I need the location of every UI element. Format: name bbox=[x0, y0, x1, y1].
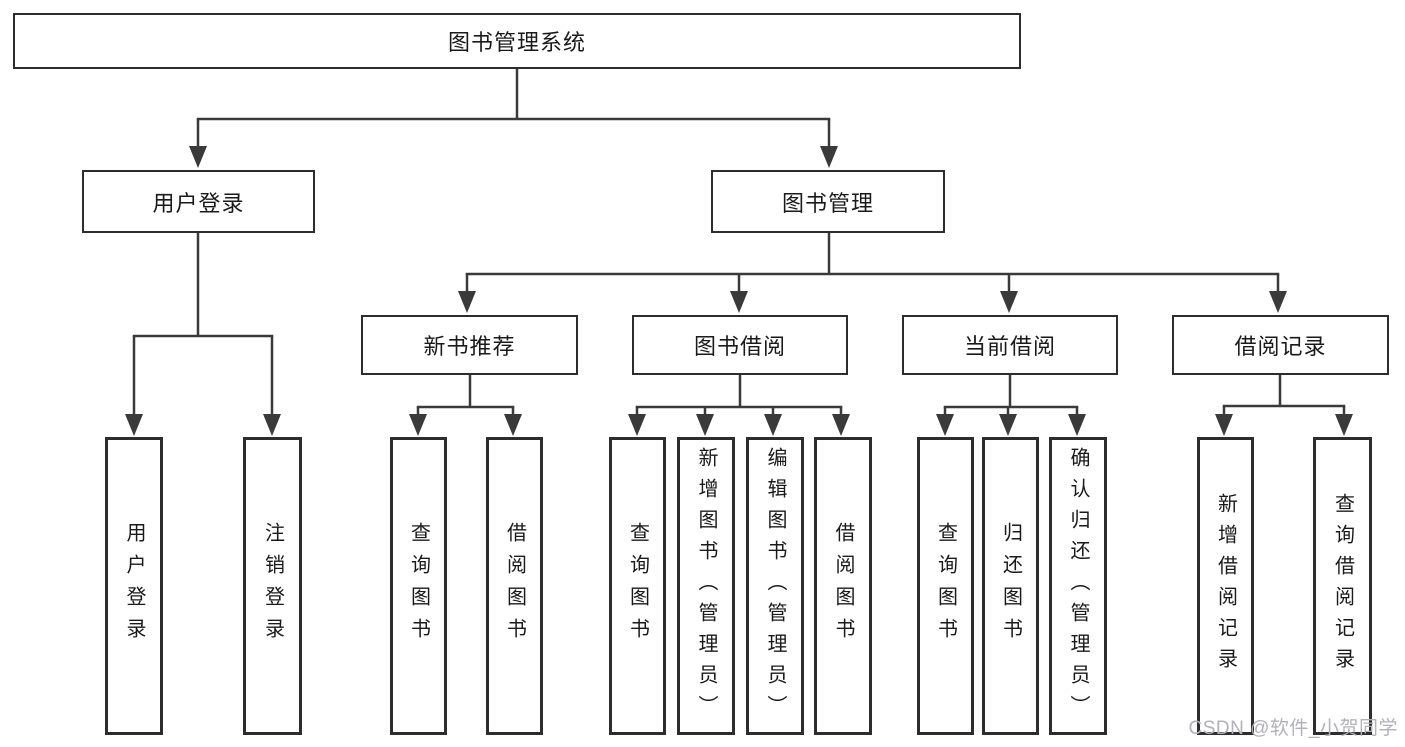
leaf-edit-books-admin: 编辑图书（管理员） bbox=[746, 437, 804, 735]
node-current-borrow: 当前借阅 bbox=[902, 315, 1118, 375]
leaf-logout: 注销登录 bbox=[243, 437, 302, 735]
leaf-logout-label: 注销登录 bbox=[261, 522, 284, 650]
leaf-query-borrow-record-label: 查询借阅记录 bbox=[1331, 493, 1354, 679]
leaf-query-books-current: 查询图书 bbox=[917, 437, 974, 735]
leaf-return-books-label: 归还图书 bbox=[999, 522, 1022, 650]
leaf-add-books-admin-label: 新增图书（管理员） bbox=[695, 446, 717, 726]
leaf-query-borrow-record: 查询借阅记录 bbox=[1313, 437, 1372, 735]
leaf-query-books-borrow: 查询图书 bbox=[609, 437, 666, 735]
node-borrow-records-label: 借阅记录 bbox=[1234, 334, 1327, 359]
leaf-add-books-admin: 新增图书（管理员） bbox=[677, 437, 735, 735]
node-book-borrow-label: 图书借阅 bbox=[693, 334, 786, 359]
node-book-management: 图书管理 bbox=[711, 170, 945, 233]
node-root-system: 图书管理系统 bbox=[13, 13, 1021, 69]
leaf-query-books-borrow-label: 查询图书 bbox=[626, 522, 649, 650]
leaf-user-login: 用户登录 bbox=[105, 437, 163, 735]
node-new-book-recommend: 新书推荐 bbox=[361, 315, 578, 375]
node-current-borrow-label: 当前借阅 bbox=[963, 334, 1056, 359]
node-new-book-recommend-label: 新书推荐 bbox=[423, 334, 516, 359]
leaf-borrow-books: 借阅图书 bbox=[814, 437, 872, 735]
node-root-system-label: 图书管理系统 bbox=[447, 30, 586, 55]
leaf-query-books-recommend: 查询图书 bbox=[390, 437, 447, 735]
node-user-login-label: 用户登录 bbox=[152, 190, 245, 216]
leaf-borrow-books-label: 借阅图书 bbox=[832, 522, 854, 650]
leaf-query-books-recommend-label: 查询图书 bbox=[407, 522, 430, 650]
node-user-login: 用户登录 bbox=[82, 170, 315, 233]
leaf-user-login-label: 用户登录 bbox=[123, 522, 145, 650]
node-book-borrow: 图书借阅 bbox=[632, 315, 848, 375]
leaf-confirm-return-admin: 确认归还（管理员） bbox=[1049, 437, 1107, 735]
leaf-borrow-books-recommend: 借阅图书 bbox=[486, 437, 543, 735]
csdn-watermark: CSDN @软件_小贺同学 bbox=[1188, 718, 1398, 739]
leaf-add-borrow-record-label: 新增借阅记录 bbox=[1214, 493, 1237, 679]
leaf-edit-books-admin-label: 编辑图书（管理员） bbox=[764, 446, 786, 726]
node-book-management-label: 图书管理 bbox=[781, 190, 874, 216]
leaf-borrow-books-recommend-label: 借阅图书 bbox=[503, 522, 526, 650]
leaf-confirm-return-admin-label: 确认归还（管理员） bbox=[1067, 446, 1089, 726]
node-borrow-records: 借阅记录 bbox=[1172, 315, 1389, 375]
leaf-add-borrow-record: 新增借阅记录 bbox=[1197, 437, 1254, 735]
leaf-query-books-current-label: 查询图书 bbox=[934, 522, 957, 650]
leaf-return-books: 归还图书 bbox=[982, 437, 1039, 735]
